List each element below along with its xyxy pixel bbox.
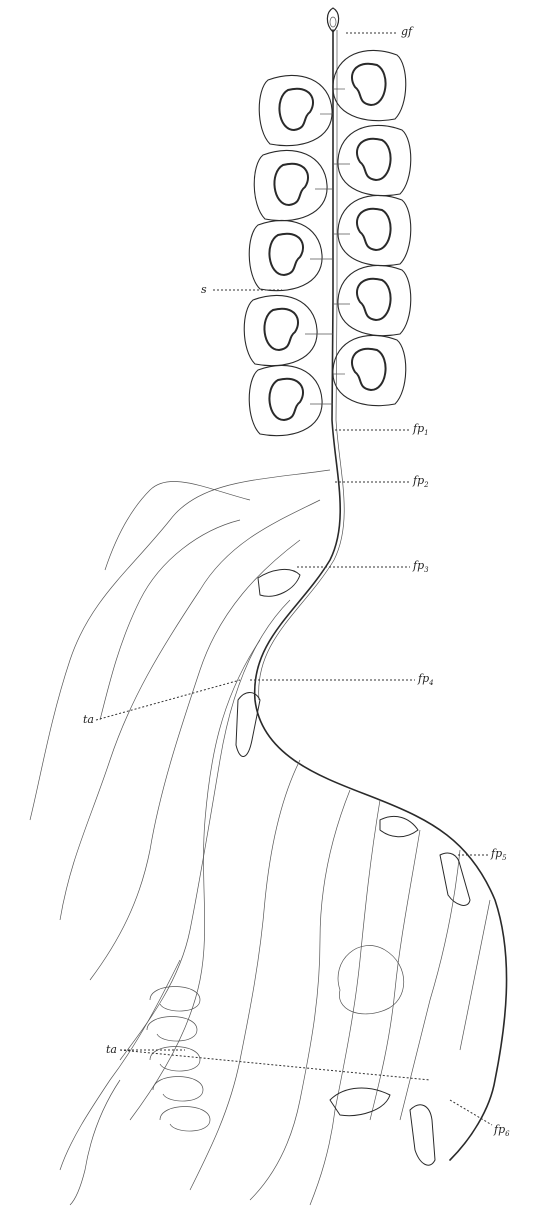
bell-outer — [244, 295, 317, 365]
polyp-fp4 — [236, 693, 260, 757]
bell-outer — [338, 265, 411, 335]
feeding-polyps — [236, 569, 470, 1165]
polyp-mid — [380, 816, 418, 836]
bell-inner — [352, 64, 386, 105]
label-fp4: fp4 — [418, 673, 434, 687]
bell-outer — [333, 50, 406, 120]
gas-float — [327, 8, 338, 32]
bell-inner — [357, 209, 391, 250]
label-fp5: fp5 — [491, 848, 507, 862]
tentacle-strand — [190, 760, 300, 1190]
bell-inner — [274, 164, 308, 205]
bell-inner — [269, 234, 303, 275]
bell-outer — [259, 75, 332, 145]
tentacle-strand — [130, 640, 260, 1120]
bell-outer — [338, 125, 411, 195]
tentacle-coil — [153, 1077, 203, 1102]
bell-inner — [264, 309, 298, 350]
label-fp3: fp3 — [413, 560, 429, 574]
tentacle-strand — [400, 850, 460, 1120]
bell-inner — [279, 89, 313, 130]
polyp-fp3 — [258, 569, 300, 596]
polyp-lower-ta — [330, 1088, 390, 1116]
label-s: s — [201, 284, 207, 295]
tentacle-strand — [100, 520, 240, 720]
label-ta-upper: ta — [83, 714, 94, 725]
tentacle-strand — [310, 800, 380, 1205]
polyp-fp5 — [440, 853, 470, 905]
bell-outer — [249, 365, 322, 435]
bell-inner — [357, 139, 391, 180]
polyp-fp6 — [410, 1105, 435, 1165]
tentacle-strand — [70, 1080, 120, 1205]
bell-outer — [333, 335, 406, 405]
label-gf: gf — [401, 26, 412, 37]
tentacle-strand — [460, 900, 490, 1050]
tentacles — [30, 470, 490, 1205]
label-fp1: fp1 — [413, 423, 429, 437]
bell-outer — [338, 195, 411, 265]
label-ta-lower: ta — [106, 1044, 117, 1055]
tentacle-strand — [250, 790, 350, 1200]
bell-inner — [357, 279, 391, 320]
label-leads — [96, 33, 492, 1125]
tentacle-strand — [90, 540, 300, 980]
swimming-bells — [244, 50, 411, 435]
tentacle-strand — [60, 960, 180, 1170]
tentacle-coil — [160, 1107, 210, 1132]
tentacle-coil — [147, 1017, 197, 1042]
tentacle-loop — [338, 946, 404, 1014]
tentacle-strand — [60, 500, 320, 920]
label-fp6: fp6 — [494, 1124, 510, 1138]
tentacle-strand — [105, 481, 250, 570]
tentacle-strand — [30, 470, 330, 820]
bell-inner — [352, 349, 386, 390]
label-fp2: fp2 — [413, 475, 429, 489]
tentacle-strand — [120, 600, 290, 1060]
bell-outer — [254, 150, 327, 220]
main-stem — [255, 30, 507, 1160]
bell-inner — [269, 379, 303, 420]
bell-outer — [249, 220, 322, 290]
